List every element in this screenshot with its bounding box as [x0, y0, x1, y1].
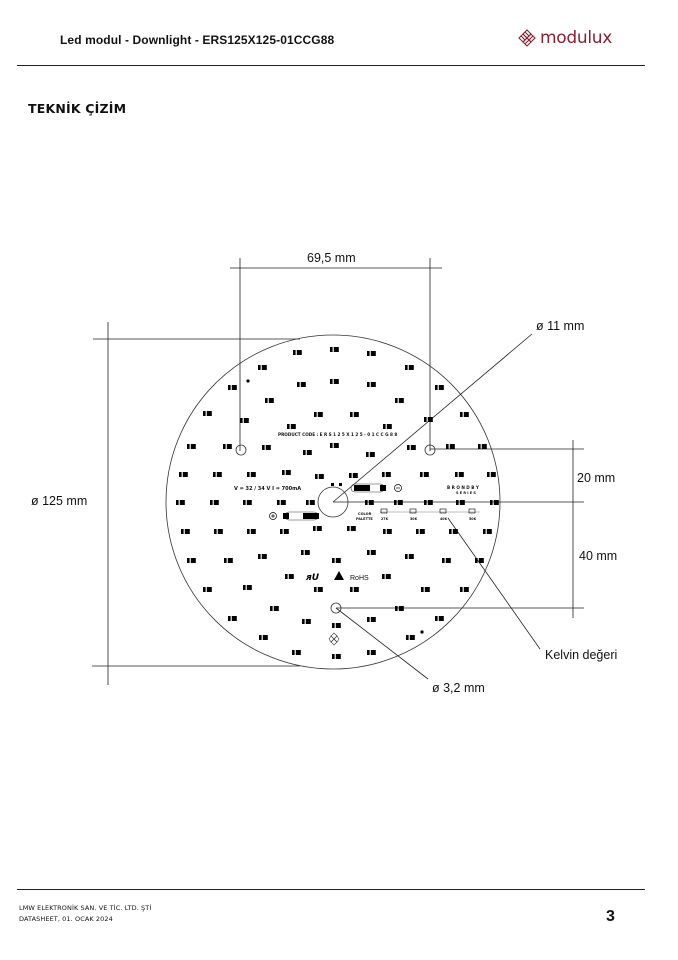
dim-mount-hole: ø 3,2 mm [432, 681, 485, 695]
footer-divider [17, 889, 645, 890]
pcb-brand: B R O N D B Y [447, 485, 480, 490]
dimension-lines [92, 258, 584, 685]
logo-text: modulux [540, 28, 612, 48]
dim-center-hole: ø 11 mm [536, 319, 584, 333]
modulux-logo-icon [518, 29, 536, 47]
pcb-color-label: COLOR [358, 512, 372, 516]
modulux-logo: modulux [517, 28, 612, 48]
mount-hole-right [424, 444, 436, 456]
pcb-series: S E R I E S [456, 491, 476, 495]
svg-text:50K: 50K [469, 517, 477, 521]
kelvin-label: Kelvin değeri [545, 648, 617, 662]
pcb-product-code: PRODUCT CODE : E R S 1 2 5 X 1 2 5 - 0 1… [278, 432, 397, 437]
center-hole [317, 486, 349, 518]
page-number: 3 [606, 908, 615, 925]
mount-hole-left [235, 444, 247, 456]
svg-text:ᴙU: ᴙU [305, 573, 320, 583]
connector-plus [269, 511, 319, 521]
pcb-palette-label: PALETTE [356, 517, 373, 521]
dim-offset-upper: 20 mm [577, 471, 615, 485]
footer-document-info: DATASHEET, 01. OCAK 2024 [19, 915, 113, 923]
pcb-logo-icon [328, 632, 340, 646]
svg-text:40K: 40K [440, 517, 448, 521]
led-array [176, 347, 499, 659]
ul-mark-icon: ᴙU [305, 573, 320, 583]
section-title: TEKNİK ÇİZİM [28, 101, 127, 116]
dim-offset-lower: 40 mm [579, 549, 617, 563]
svg-text:27K: 27K [381, 517, 389, 521]
header-divider [17, 65, 645, 66]
esd-warning-icon [334, 571, 344, 580]
connector-minus [350, 483, 402, 493]
document-title: Led modul - Downlight - ERS125X125-01CCG… [60, 33, 335, 47]
pcb-electrical-rating: V = 32 / 34 V I = 700mA [234, 486, 301, 492]
dim-outer-diameter: ø 125 mm [31, 494, 87, 508]
kelvin-selector: 27K 30K 40K 50K [380, 508, 480, 521]
dim-hole-spacing: 69,5 mm [307, 251, 356, 265]
pcb-outline [165, 334, 501, 670]
mount-hole-bottom [330, 602, 342, 614]
svg-text:30K: 30K [410, 517, 418, 521]
rohs-mark: RoHS [350, 575, 369, 582]
footer-company: LMW ELEKTRONİK SAN. VE TİC. LTD. ŞTİ [19, 904, 152, 912]
